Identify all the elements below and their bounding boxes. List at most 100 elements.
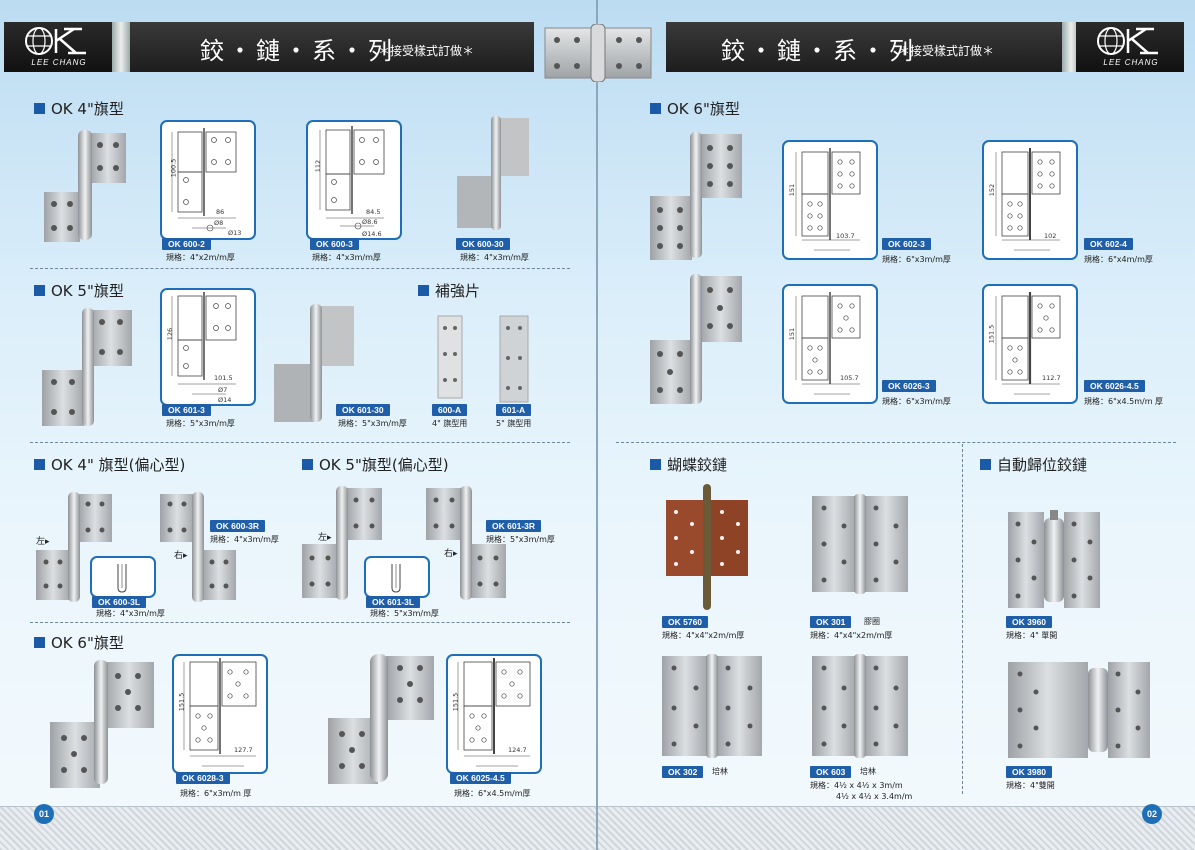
dim-pin-outer: Ø13 <box>228 229 242 237</box>
spec-text: 規格：4"雙開 <box>1006 781 1055 790</box>
square-bullet-icon <box>418 285 429 296</box>
hinge-photo-ok600-3r <box>160 492 236 602</box>
spec-text: 規格：6"x3m/m 厚 <box>180 789 252 798</box>
side-label-left: 左▸ <box>36 537 50 547</box>
spec-text: 規格：4" 單開 <box>1006 631 1058 640</box>
section-heading-ok6: OK 6"旗型 <box>650 98 740 119</box>
dim-height: 126 <box>166 327 175 341</box>
offset-pin-drawing-icon <box>391 564 401 593</box>
page-header: 鉸・鏈・系・列 ＊接受樣式訂做＊ <box>666 22 1062 72</box>
dashed-vertical-divider <box>962 444 963 794</box>
section-heading-ok6: OK 6"旗型 <box>34 632 124 653</box>
side-label-right: 右▸ <box>174 551 188 561</box>
spec-text: 4" 旗型用 <box>432 419 468 428</box>
code-badge: OK 3960 <box>1006 616 1053 628</box>
section-heading-ok5-offset: OK 5"旗型(偏心型) <box>302 454 449 475</box>
diagram-ok600-2: 100.5 86 Ø8 Ø13 <box>160 120 256 240</box>
dim-pin: Ø8.6 <box>362 218 378 226</box>
technical-drawing-icon <box>995 292 1061 395</box>
spec-text: 規格：5"x3m/m厚 <box>370 609 439 618</box>
page-subtitle: ＊接受樣式訂做＊ <box>898 44 995 58</box>
hinge-photo-ok601-3l <box>302 486 382 600</box>
code-badge: OK 603 <box>810 766 852 778</box>
section-label: 自動歸位鉸鏈 <box>997 456 1088 474</box>
spec-text: 規格：6"x4m/m厚 <box>1084 255 1153 264</box>
code-badge: 600-A <box>432 404 468 416</box>
hinge-photo-ok3980 <box>1008 662 1150 758</box>
section-label: 補強片 <box>435 282 481 300</box>
bottom-pattern-band <box>598 806 1195 850</box>
hinge-photo-ok301 <box>812 494 908 594</box>
spec-text: 規格：6"x4.5m/m厚 <box>454 789 531 798</box>
plate-photo-601a <box>499 315 529 403</box>
spec-text: 規格：4"x3m/m厚 <box>312 253 381 262</box>
hinge-photo-ok600-3l <box>36 492 112 602</box>
dashed-divider <box>30 622 570 623</box>
page-subtitle: ＊接受樣式訂做＊ <box>378 44 475 58</box>
dim-width: 124.7 <box>508 746 527 754</box>
hinge-photo-ok602 <box>650 132 742 260</box>
section-label: OK 6"旗型 <box>51 634 124 652</box>
hinge-photo-ok601-30 <box>274 304 354 422</box>
spec-text: 規格：4"x4"x2m/m厚 <box>662 631 745 640</box>
section-heading-butterfly: 蝴蝶鉸鏈 <box>650 454 727 475</box>
diagram-ok6026-4.5: 151.5 112.7 <box>982 284 1078 404</box>
dim-width: 105.7 <box>840 374 859 382</box>
technical-drawing-icon <box>319 126 385 230</box>
diagram-ok6028-3: 151.5 127.7 <box>172 654 268 774</box>
spec-text: 規格：4"x3m/m厚 <box>210 535 279 544</box>
dim-height: 100.5 <box>169 158 178 178</box>
square-bullet-icon <box>34 459 45 470</box>
diagram-ok602-4: 152 102 <box>982 140 1078 260</box>
section-heading-ok4: OK 4"旗型 <box>34 98 124 119</box>
diagram-ok601-3: 126 101.5 Ø7 Ø14 <box>160 288 256 406</box>
spec-text: 規格：5"x3m/m厚 <box>486 535 555 544</box>
dim-height: 151.5 <box>987 324 996 344</box>
diagram-ok601-3l <box>364 556 430 598</box>
hinge-photo-ok3960 <box>1008 510 1100 608</box>
section-label: OK 5"旗型 <box>51 282 124 300</box>
section-heading-ok4-offset: OK 4" 旗型(偏心型) <box>34 454 185 475</box>
code-badge: OK 302 <box>662 766 704 778</box>
side-label-right: 右▸ <box>444 549 458 559</box>
square-bullet-icon <box>650 103 661 114</box>
code-badge: OK 3980 <box>1006 766 1053 778</box>
spec-text: 規格：6"x4.5m/m 厚 <box>1084 397 1164 406</box>
code-badge: OK 5760 <box>662 616 709 628</box>
page-title: 鉸・鏈・系・列 <box>721 37 917 65</box>
technical-drawing-icon <box>995 148 1061 251</box>
code-badge: OK 601-3L <box>366 596 421 608</box>
technical-drawing-icon <box>171 128 237 232</box>
silver-tab <box>1062 22 1080 72</box>
technical-drawing-icon <box>795 148 861 251</box>
section-label: OK 5"旗型(偏心型) <box>319 456 449 474</box>
dim-height: 151.5 <box>177 692 186 712</box>
code-badge: OK 600-3R <box>210 520 265 532</box>
code-badge: OK 600-3L <box>92 596 147 608</box>
dim-width: 84.5 <box>366 208 381 216</box>
dim-width: 103.7 <box>836 232 855 240</box>
section-heading-self-return: 自動歸位鉸鏈 <box>980 454 1087 475</box>
note-text: 培林 <box>712 767 728 776</box>
code-badge: OK 6025-4.5 <box>450 772 511 784</box>
hinge-photo-ok6026 <box>650 274 742 404</box>
square-bullet-icon <box>34 285 45 296</box>
square-bullet-icon <box>34 637 45 648</box>
dim-height: 152 <box>988 183 997 197</box>
section-label: 蝴蝶鉸鏈 <box>667 456 728 474</box>
code-badge: 601-A <box>496 404 532 416</box>
section-heading-plate: 補強片 <box>418 280 480 301</box>
section-label: OK 6"旗型 <box>667 100 740 118</box>
hinge-photo-ok302 <box>662 654 762 758</box>
spec-text: 規格：6"x3m/m厚 <box>882 397 951 406</box>
brand-name: LEE CHANG <box>31 58 87 67</box>
left-page: LEE CHANG 鉸・鏈・系・列 ＊接受樣式訂做＊ OK 4"旗型 <box>0 0 597 850</box>
brand-name: LEE CHANG <box>1103 58 1159 67</box>
dashed-divider <box>616 442 1176 443</box>
page-header: 鉸・鏈・系・列 ＊接受樣式訂做＊ <box>130 22 534 72</box>
section-heading-ok5: OK 5"旗型 <box>34 280 124 301</box>
spec-text: 規格：4"x3m/m厚 <box>460 253 529 262</box>
technical-drawing-icon <box>183 658 257 767</box>
bottom-pattern-band <box>0 806 597 850</box>
